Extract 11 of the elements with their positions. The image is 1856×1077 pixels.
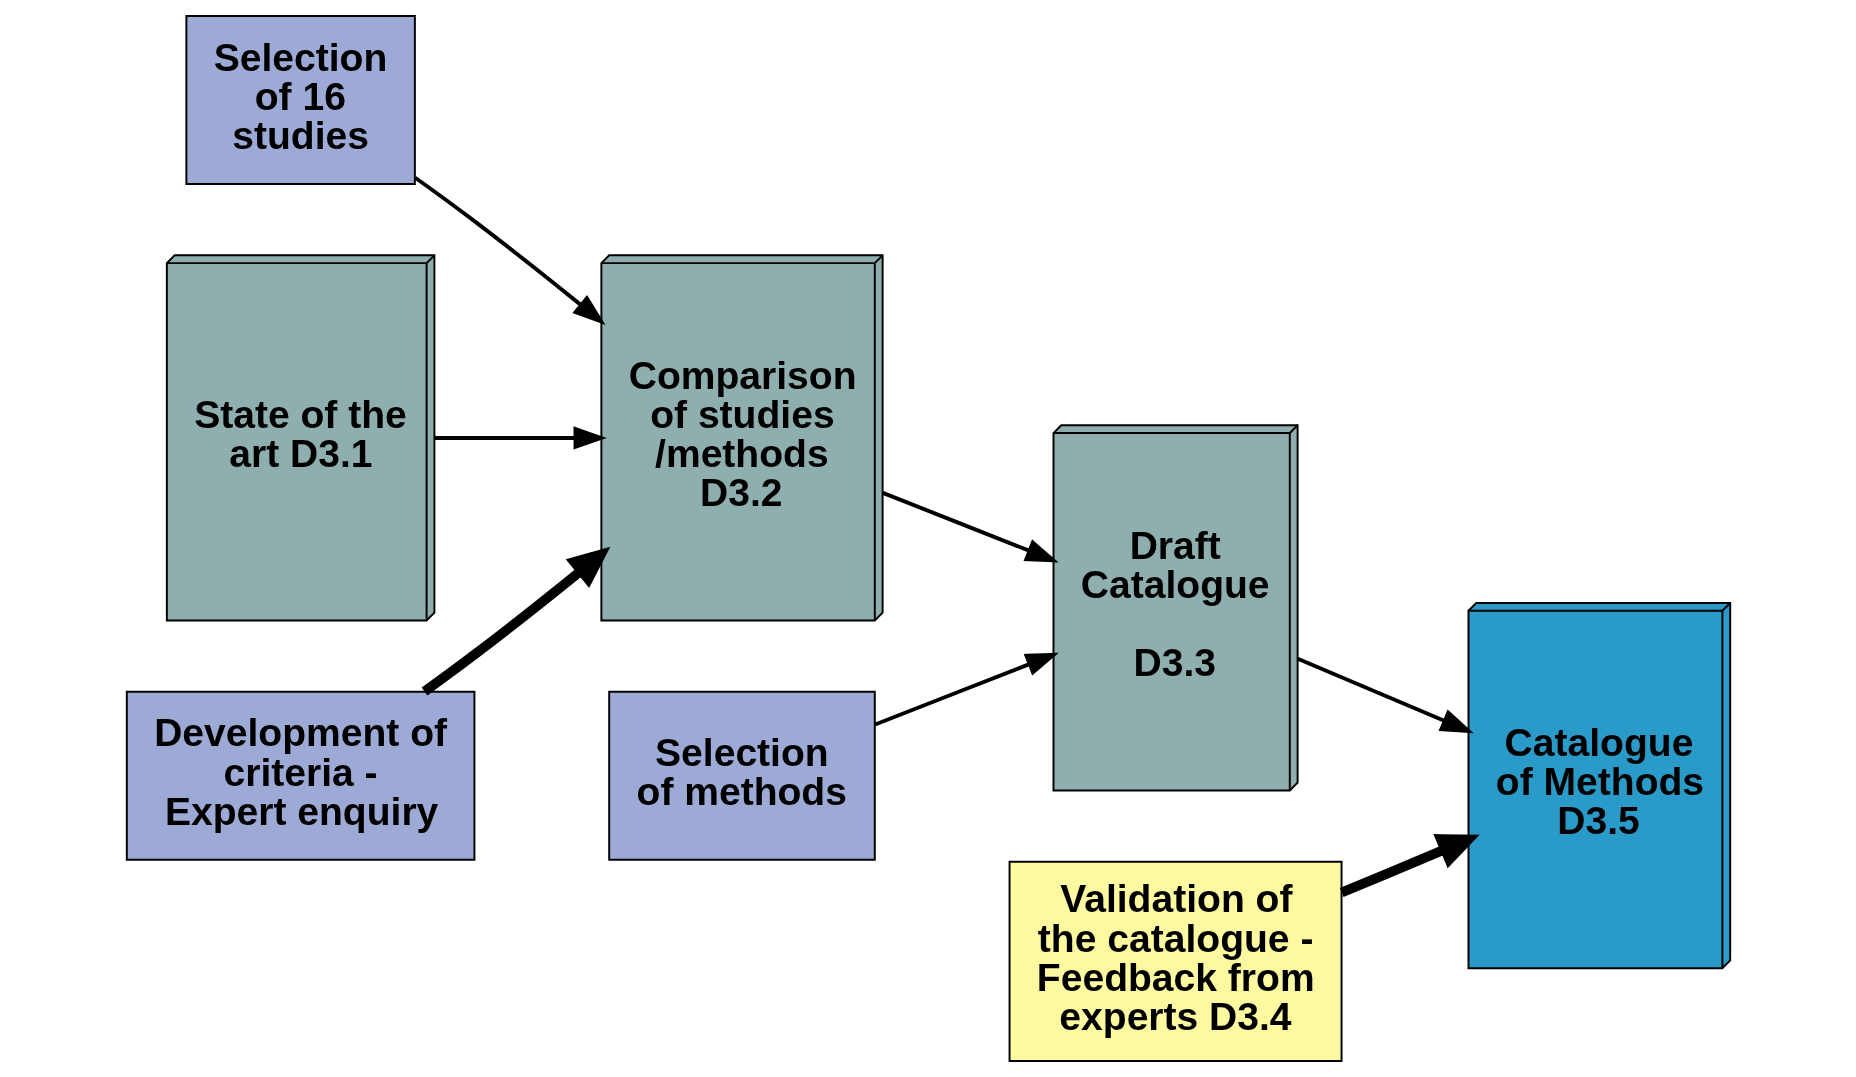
node-box: Validation of the catalogue - Feedback from experts D3.4 xyxy=(1008,860,1343,1062)
arrow xyxy=(1296,656,1474,734)
node-box: Selection of 16 studies xyxy=(184,15,416,185)
arrow xyxy=(873,652,1059,727)
node-box: Development of criteria - Expert enquiry xyxy=(125,690,475,861)
arrow xyxy=(881,491,1059,563)
arrow xyxy=(413,176,605,326)
node-box: Selection of methods xyxy=(607,690,876,861)
arrow xyxy=(1339,834,1480,898)
arrow xyxy=(433,426,607,450)
arrow xyxy=(421,546,610,696)
